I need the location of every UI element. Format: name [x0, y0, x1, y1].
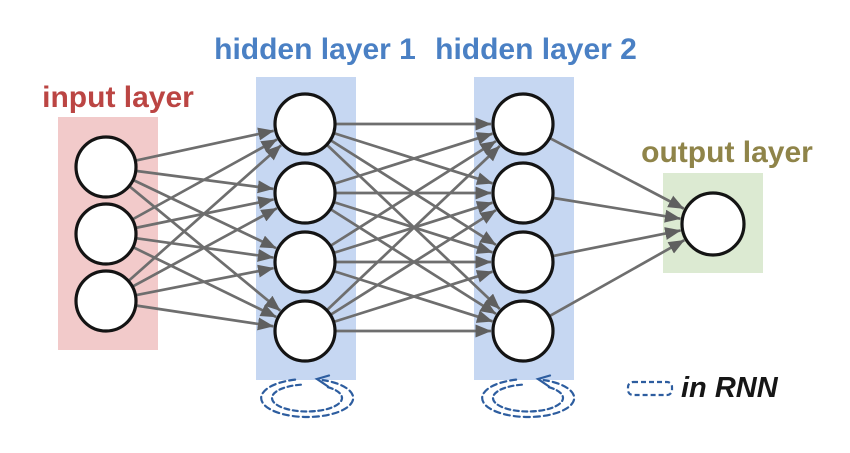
edge-arrow [128, 144, 282, 282]
edge-arrow [549, 239, 685, 317]
recurrent-loop-icon [260, 374, 355, 419]
edge-arrow [330, 208, 497, 316]
legend-dashed-swatch [626, 380, 674, 397]
hidden-layer-1-node [273, 299, 337, 363]
edge-arrow [136, 264, 275, 297]
input-layer-node [74, 202, 138, 266]
input-layer-title: input layer [42, 81, 194, 114]
input-layer-node [74, 269, 138, 333]
hidden-layer-1-node [273, 161, 337, 225]
hidden-layer-2-title: hidden layer 2 [435, 33, 637, 66]
hidden-layer-2-node [491, 230, 555, 294]
nodes [74, 92, 746, 363]
hidden-layer-1-title: hidden layer 1 [214, 33, 416, 66]
output-layer-node [680, 191, 746, 257]
hidden-layer-2-node [491, 299, 555, 363]
hidden-layer-1-node [273, 92, 337, 156]
hidden-layer-1-node [273, 230, 337, 294]
hidden-layer-2-node [491, 161, 555, 225]
edges [128, 117, 685, 338]
edge-arrow [553, 227, 682, 258]
edge-arrow [549, 137, 685, 210]
legend-in-rnn-label: in RNN [681, 372, 778, 404]
edge-arrow [326, 145, 501, 311]
edge-arrow [132, 207, 278, 288]
edge-arrow [334, 270, 493, 323]
edge-arrow [330, 139, 497, 247]
edge-arrow [136, 304, 274, 331]
input-layer-node [74, 135, 138, 199]
edge-arrow [132, 138, 278, 221]
output-layer-title: output layer [641, 136, 813, 169]
rnn-loops [260, 374, 576, 419]
edge-arrow [334, 132, 493, 185]
edge-arrow [136, 127, 275, 162]
hidden-layer-2-node [491, 92, 555, 156]
recurrent-loop-icon [481, 374, 576, 419]
edge-arrow [553, 196, 681, 223]
